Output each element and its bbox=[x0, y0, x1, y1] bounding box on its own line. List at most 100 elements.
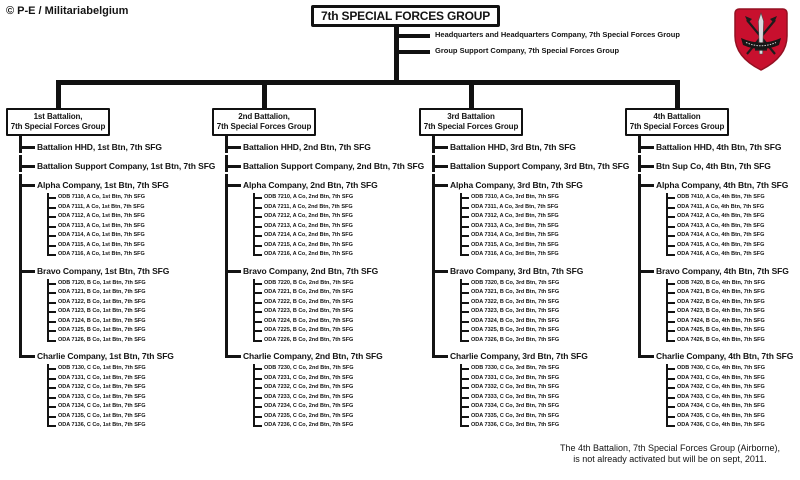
footnote-line1: The 4th Battalion, 7th Special Forces Gr… bbox=[559, 443, 781, 453]
team-node: ODB 7230, C Co, 2nd Btn, 7th SFG bbox=[253, 364, 416, 374]
team-node: ODA 7424, B Co, 4th Btn, 7th SFG bbox=[666, 316, 800, 327]
team-node: ODA 7224, B Co, 2nd Btn, 7th SFG bbox=[253, 316, 416, 327]
unit-label: Alpha Company, 2nd Btn, 7th SFG bbox=[243, 180, 378, 190]
unit-node: Battalion Support Company, 3rd Btn, 7th … bbox=[432, 155, 630, 172]
team-node: ODB 7310, A Co, 3rd Btn, 7th SFG bbox=[460, 193, 623, 203]
unit-label: Battalion Support Company, 3rd Btn, 7th … bbox=[450, 161, 630, 171]
unit-label: Bravo Company, 3rd Btn, 7th SFG bbox=[450, 265, 584, 276]
motto-text-marks bbox=[745, 42, 777, 47]
battalion-units: Battalion HHD, 2nd Btn, 7th SFG Battalio… bbox=[225, 136, 424, 431]
team-node: ODA 7113, A Co, 1st Btn, 7th SFG bbox=[47, 221, 210, 232]
team-node: ODA 7111, A Co, 1st Btn, 7th SFG bbox=[47, 202, 210, 213]
battalion-units: Battalion HHD, 4th Btn, 7th SFG Btn Sup … bbox=[638, 136, 800, 431]
unit-node: Battalion HHD, 1st Btn, 7th SFG bbox=[19, 136, 210, 153]
battalion-drop-line bbox=[262, 83, 267, 108]
battalion-box: 4th Battalion 7th Special Forces Group bbox=[625, 108, 729, 136]
team-node: ODA 7321, B Co, 3rd Btn, 7th SFG bbox=[460, 288, 623, 298]
team-node: ODA 7233, C Co, 2nd Btn, 7th SFG bbox=[253, 392, 416, 403]
unit-label: Battalion Support Company, 1st Btn, 7th … bbox=[37, 161, 216, 171]
team-node: ODA 7332, C Co, 3rd Btn, 7th SFG bbox=[460, 383, 623, 393]
team-node: ODA 7416, A Co, 4th Btn, 7th SFG bbox=[666, 250, 800, 260]
battalion-column: 1st Battalion, 7th Special Forces Group … bbox=[6, 108, 216, 431]
unit-node: Charlie Company, 4th Btn, 7th SFG ODB 74… bbox=[638, 345, 800, 431]
team-node: ODA 7231, C Co, 2nd Btn, 7th SFG bbox=[253, 373, 416, 384]
team-node: ODA 7123, B Co, 1st Btn, 7th SFG bbox=[47, 307, 210, 317]
battalion-drop-line bbox=[675, 83, 680, 108]
team-node: ODA 7216, A Co, 2nd Btn, 7th SFG bbox=[253, 250, 416, 260]
team-node: ODA 7412, A Co, 4th Btn, 7th SFG bbox=[666, 212, 800, 222]
battalion-box: 3rd Battalion 7th Special Forces Group bbox=[419, 108, 523, 136]
team-node: ODA 7411, A Co, 4th Btn, 7th SFG bbox=[666, 202, 800, 213]
team-node: ODA 7434, C Co, 4th Btn, 7th SFG bbox=[666, 402, 800, 412]
unit-label: Alpha Company, 1st Btn, 7th SFG bbox=[37, 180, 169, 190]
team-node: ODA 7331, C Co, 3rd Btn, 7th SFG bbox=[460, 373, 623, 384]
battalion-name-line1: 4th Battalion bbox=[653, 112, 701, 121]
team-node: ODA 7215, A Co, 2nd Btn, 7th SFG bbox=[253, 240, 416, 251]
battalion-column: 3rd Battalion 7th Special Forces Group B… bbox=[419, 108, 630, 431]
unit-label: Battalion HHD, 2nd Btn, 7th SFG bbox=[243, 142, 371, 152]
battalion-name-line2: 7th Special Forces Group bbox=[10, 122, 106, 131]
battalion-name-line1: 2nd Battalion, bbox=[238, 112, 290, 121]
team-node: ODA 7135, C Co, 1st Btn, 7th SFG bbox=[47, 411, 210, 422]
unit-label: Alpha Company, 4th Btn, 7th SFG bbox=[656, 180, 789, 190]
unit-label: Charlie Company, 3rd Btn, 7th SFG bbox=[450, 351, 588, 361]
team-node: ODA 7235, C Co, 2nd Btn, 7th SFG bbox=[253, 411, 416, 422]
team-node: ODB 7410, A Co, 4th Btn, 7th SFG bbox=[666, 193, 800, 203]
team-node: ODA 7316, A Co, 3rd Btn, 7th SFG bbox=[460, 250, 623, 260]
team-node: ODA 7124, B Co, 1st Btn, 7th SFG bbox=[47, 316, 210, 327]
motto-banner bbox=[741, 38, 781, 49]
attached-unit-label: Headquarters and Headquarters Company, 7… bbox=[435, 30, 680, 39]
team-node: ODB 7130, C Co, 1st Btn, 7th SFG bbox=[47, 364, 210, 374]
team-node: ODA 7222, B Co, 2nd Btn, 7th SFG bbox=[253, 297, 416, 308]
team-node: ODA 7436, C Co, 4th Btn, 7th SFG bbox=[666, 421, 800, 431]
team-node: ODA 7433, C Co, 4th Btn, 7th SFG bbox=[666, 392, 800, 403]
battalion-box: 1st Battalion, 7th Special Forces Group bbox=[6, 108, 110, 136]
branch-connector-line bbox=[398, 50, 430, 54]
unit-label: Charlie Company, 1st Btn, 7th SFG bbox=[37, 351, 174, 361]
team-node: ODB 7210, A Co, 2nd Btn, 7th SFG bbox=[253, 193, 416, 203]
team-node: ODA 7213, A Co, 2nd Btn, 7th SFG bbox=[253, 221, 416, 232]
team-node: ODA 7112, A Co, 1st Btn, 7th SFG bbox=[47, 212, 210, 222]
unit-node: Btn Sup Co, 4th Btn, 7th SFG bbox=[638, 155, 800, 172]
team-node: ODA 7226, B Co, 2nd Btn, 7th SFG bbox=[253, 335, 416, 346]
battalion-drop-line bbox=[469, 83, 474, 108]
team-node: ODA 7122, B Co, 1st Btn, 7th SFG bbox=[47, 297, 210, 308]
dagger-crossguard bbox=[755, 48, 767, 51]
unit-node: Bravo Company, 3rd Btn, 7th SFG ODB 7320… bbox=[432, 259, 623, 346]
team-node: ODB 7110, A Co, 1st Btn, 7th SFG bbox=[47, 193, 210, 203]
team-node: ODA 7313, A Co, 3rd Btn, 7th SFG bbox=[460, 221, 623, 232]
team-node: ODA 7314, A Co, 3rd Btn, 7th SFG bbox=[460, 231, 623, 241]
7th-sfg-beret-flash-icon bbox=[734, 8, 788, 71]
team-node: ODA 7134, C Co, 1st Btn, 7th SFG bbox=[47, 402, 210, 412]
team-node: ODA 7323, B Co, 3rd Btn, 7th SFG bbox=[460, 307, 623, 317]
team-node: ODA 7126, B Co, 1st Btn, 7th SFG bbox=[47, 335, 210, 346]
root-unit-box: 7th SPECIAL FORCES GROUP bbox=[311, 5, 501, 27]
unit-node: Bravo Company, 1st Btn, 7th SFG ODB 7120… bbox=[19, 259, 210, 346]
team-node: ODA 7125, B Co, 1st Btn, 7th SFG bbox=[47, 326, 210, 336]
unit-label: Charlie Company, 4th Btn, 7th SFG bbox=[656, 351, 794, 361]
team-node: ODA 7311, A Co, 3rd Btn, 7th SFG bbox=[460, 202, 623, 213]
team-node: ODA 7432, C Co, 4th Btn, 7th SFG bbox=[666, 383, 800, 393]
battalion-connector-line bbox=[56, 80, 680, 85]
team-node: ODB 7420, B Co, 4th Btn, 7th SFG bbox=[666, 278, 800, 289]
team-node: ODA 7116, A Co, 1st Btn, 7th SFG bbox=[47, 250, 210, 260]
team-node: ODA 7413, A Co, 4th Btn, 7th SFG bbox=[666, 221, 800, 232]
team-node: ODA 7234, C Co, 2nd Btn, 7th SFG bbox=[253, 402, 416, 412]
team-node: ODA 7214, A Co, 2nd Btn, 7th SFG bbox=[253, 231, 416, 241]
team-node: ODA 7133, C Co, 1st Btn, 7th SFG bbox=[47, 392, 210, 403]
unit-node: Alpha Company, 3rd Btn, 7th SFG ODB 7310… bbox=[432, 174, 623, 260]
unit-node: Alpha Company, 1st Btn, 7th SFG ODB 7110… bbox=[19, 174, 210, 260]
unit-label: Battalion HHD, 4th Btn, 7th SFG bbox=[656, 142, 782, 152]
unit-node: Alpha Company, 2nd Btn, 7th SFG ODB 7210… bbox=[225, 174, 416, 260]
team-node: ODA 7221, B Co, 2nd Btn, 7th SFG bbox=[253, 288, 416, 298]
battalion-column: 4th Battalion 7th Special Forces Group B… bbox=[625, 108, 800, 431]
footnote-line2: is not already activated but will be on … bbox=[573, 454, 767, 464]
footnote: The 4th Battalion, 7th Special Forces Gr… bbox=[545, 443, 795, 465]
